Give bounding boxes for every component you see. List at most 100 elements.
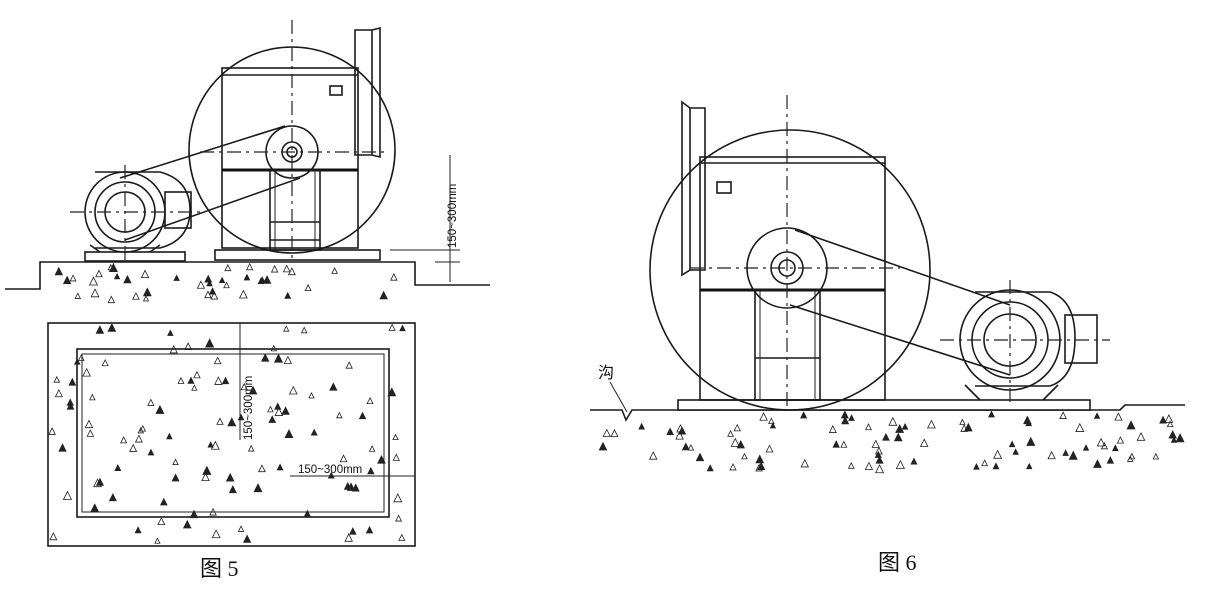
concrete-speckle (171, 473, 180, 482)
concrete-speckle (336, 411, 343, 419)
concrete-speckle (68, 377, 77, 386)
concrete-speckle (638, 422, 646, 430)
concrete-speckle (992, 462, 1000, 470)
concrete-speckle (89, 393, 96, 401)
concrete-speckle (166, 432, 173, 440)
concrete-speckle (283, 325, 290, 332)
concrete-speckle (284, 428, 294, 439)
fig5-plan: 150~300mm 150~300mm (47, 322, 416, 547)
concrete-speckle (172, 458, 179, 465)
concrete-speckle (366, 396, 374, 404)
concrete-speckle (237, 413, 245, 421)
concrete-speckle (73, 358, 81, 365)
concrete-speckle (284, 291, 292, 299)
concrete-speckle (759, 412, 768, 421)
concrete-speckle (90, 288, 100, 298)
concrete-speckle (120, 436, 128, 444)
concrete-speckle (155, 404, 165, 414)
concrete-speckle (243, 534, 252, 543)
concrete-speckle (207, 441, 214, 448)
concrete-speckle (208, 287, 217, 295)
fig5-foundation-height-dimension: 150~300mm (447, 184, 459, 248)
concrete-speckle (201, 472, 210, 482)
concrete-speckle (86, 429, 95, 437)
concrete-speckle (875, 455, 884, 464)
concrete-speckle (213, 356, 222, 365)
concrete-speckle (282, 264, 291, 273)
concrete-speckle (107, 263, 114, 271)
concrete-speckle (209, 507, 217, 516)
concrete-speckle (1026, 462, 1033, 470)
concrete-speckle (189, 509, 199, 519)
concrete-speckle (390, 272, 398, 281)
concrete-speckle (1152, 452, 1160, 460)
concrete-speckle (339, 454, 348, 463)
concrete-speckle (204, 274, 213, 283)
concrete-speckle (959, 418, 966, 425)
concrete-speckle (755, 454, 765, 464)
concrete-speckle (1111, 444, 1119, 452)
concrete-speckle (388, 323, 396, 331)
concrete-speckle (840, 410, 849, 419)
concrete-speckle (147, 398, 155, 406)
concrete-speckle (1093, 459, 1102, 468)
concrete-speckle (800, 458, 810, 468)
concrete-speckle (202, 465, 212, 475)
concrete-speckle (610, 429, 619, 438)
concrete-speckle (113, 272, 121, 280)
concrete-speckle (1116, 436, 1125, 444)
concrete-speckle (95, 325, 105, 334)
concrete-speckle (258, 464, 266, 473)
fig6-nameplate (716, 181, 732, 194)
concrete-speckle (695, 452, 705, 462)
concrete-speckle (107, 295, 116, 304)
concrete-speckle (243, 273, 251, 281)
concrete-speckle (864, 461, 874, 470)
concrete-speckle (730, 437, 740, 447)
concrete-speckle (177, 376, 185, 384)
concrete-speckle (1062, 449, 1069, 456)
concrete-speckle (173, 274, 180, 281)
concrete-speckle (365, 525, 374, 534)
concrete-speckle (1023, 415, 1032, 425)
fig5-bearing-frame (269, 169, 321, 251)
concrete-speckle (769, 422, 777, 429)
concrete-speckle (1026, 436, 1036, 446)
concrete-speckle (287, 267, 296, 276)
fig5-motor-body (95, 171, 191, 249)
fig6-belt-top (794, 229, 1011, 306)
concrete-speckle (274, 407, 284, 416)
concrete-speckle (221, 376, 230, 385)
concrete-speckle (602, 428, 611, 437)
concrete-speckle (82, 367, 91, 377)
concrete-speckle (49, 532, 58, 541)
concrete-hatching (48, 262, 1185, 544)
fig5-elevation: 150~300mm (5, 20, 490, 290)
fig6-motor-body (975, 291, 1076, 387)
fig6-fan-outlet (681, 100, 706, 277)
concrete-speckle (205, 338, 215, 348)
concrete-speckle (114, 463, 122, 471)
concrete-speckle (1093, 412, 1101, 419)
concrete-speckle (1170, 436, 1178, 443)
concrete-speckle (1136, 431, 1146, 441)
concrete-speckle (1008, 440, 1016, 448)
concrete-speckle (54, 388, 63, 398)
fig5-caption: 图 5 (200, 556, 239, 581)
concrete-speckle (53, 375, 61, 383)
concrete-speckle (800, 411, 808, 419)
concrete-speckle (1096, 437, 1106, 447)
concrete-speckle (882, 432, 890, 441)
concrete-speckle (895, 423, 905, 433)
concrete-speckle (191, 384, 198, 391)
concrete-speckle (399, 324, 406, 332)
fig6-motor-terminal-box (1064, 314, 1098, 364)
fig6-elevation: 沟 (590, 95, 1185, 422)
concrete-speckle (895, 459, 905, 470)
concrete-speckle (871, 439, 880, 448)
concrete-speckle (248, 385, 258, 395)
concrete-speckle (765, 444, 774, 453)
concrete-speckle (706, 464, 714, 472)
concrete-speckle (910, 457, 918, 465)
concrete-speckle (253, 483, 263, 493)
